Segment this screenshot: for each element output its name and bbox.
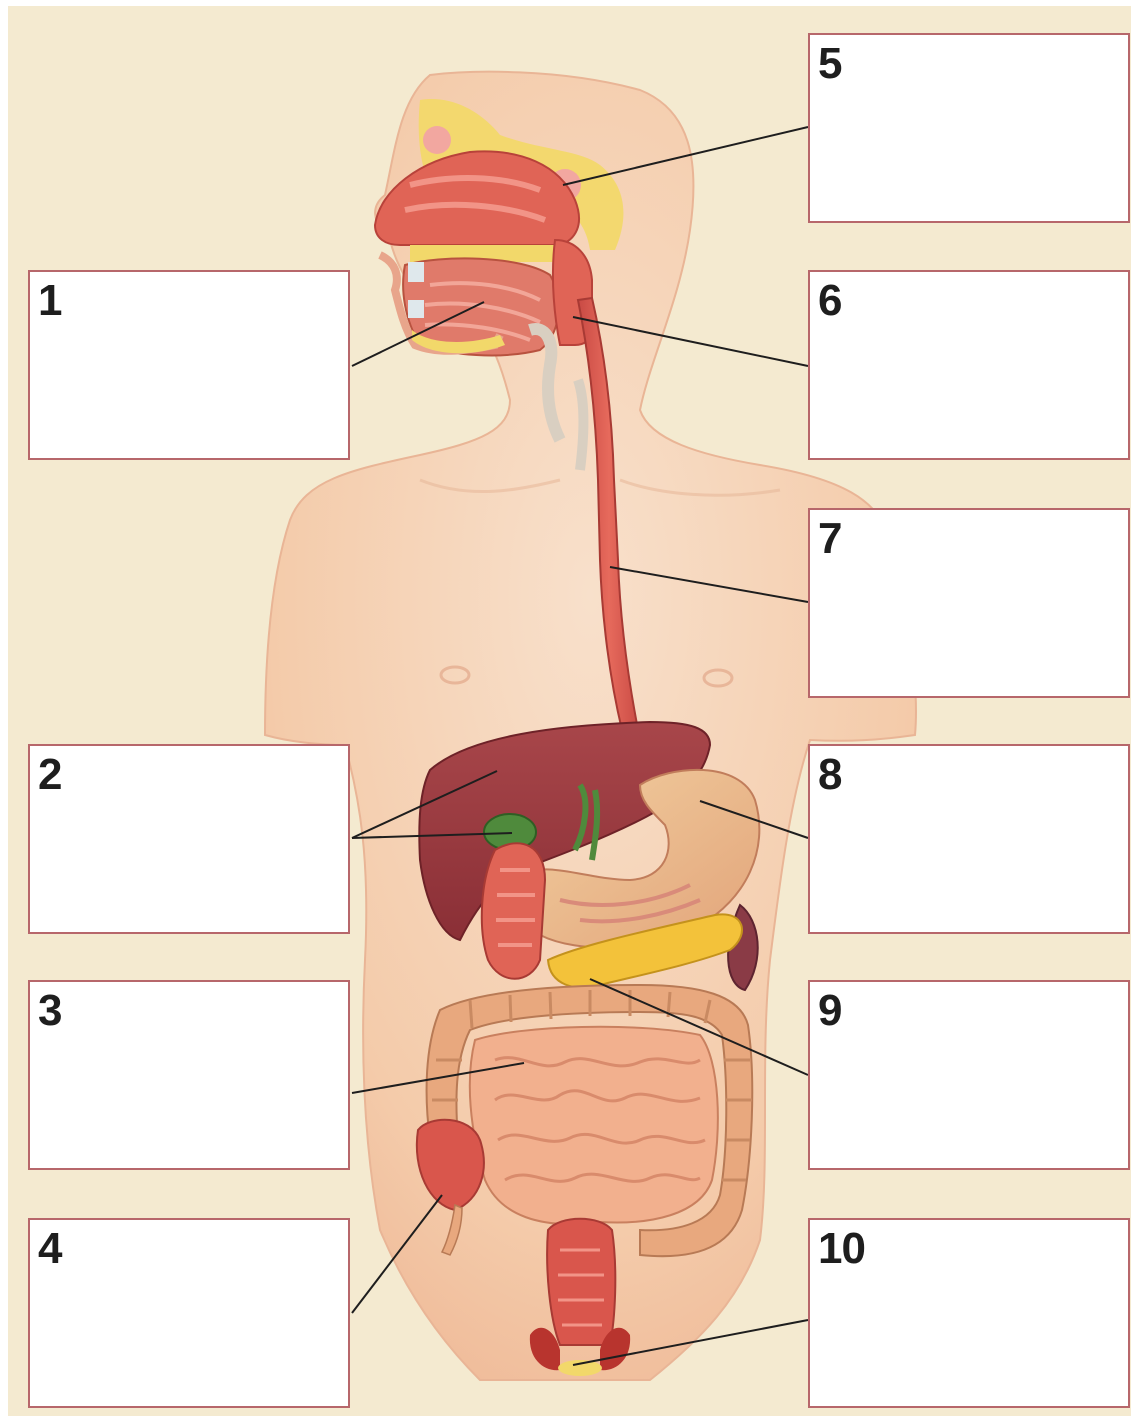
- answer-field-1[interactable]: [44, 332, 334, 444]
- label-number-1: 1: [38, 276, 61, 326]
- answer-field-8[interactable]: [824, 806, 1114, 918]
- answer-field-4[interactable]: [44, 1280, 334, 1392]
- label-box-2[interactable]: 2: [28, 744, 350, 934]
- label-box-7[interactable]: 7: [808, 508, 1130, 698]
- label-number-8: 8: [818, 750, 841, 800]
- answer-field-3[interactable]: [44, 1042, 334, 1154]
- label-number-2: 2: [38, 750, 61, 800]
- answer-field-2[interactable]: [44, 806, 334, 918]
- label-box-9[interactable]: 9: [808, 980, 1130, 1170]
- label-number-10: 10: [818, 1224, 865, 1274]
- label-number-7: 7: [818, 514, 841, 564]
- label-number-6: 6: [818, 276, 841, 326]
- answer-field-10[interactable]: [824, 1280, 1114, 1392]
- label-number-5: 5: [818, 39, 841, 89]
- label-box-4[interactable]: 4: [28, 1218, 350, 1408]
- label-box-1[interactable]: 1: [28, 270, 350, 460]
- answer-field-9[interactable]: [824, 1042, 1114, 1154]
- label-box-6[interactable]: 6: [808, 270, 1130, 460]
- label-number-9: 9: [818, 986, 841, 1036]
- label-box-8[interactable]: 8: [808, 744, 1130, 934]
- duodenum-shape: [482, 843, 545, 979]
- label-box-10[interactable]: 10: [808, 1218, 1130, 1408]
- label-number-3: 3: [38, 986, 61, 1036]
- label-box-5[interactable]: 5: [808, 33, 1130, 223]
- answer-field-5[interactable]: [824, 95, 1114, 207]
- answer-field-7[interactable]: [824, 570, 1114, 682]
- answer-field-6[interactable]: [824, 332, 1114, 444]
- label-box-3[interactable]: 3: [28, 980, 350, 1170]
- label-number-4: 4: [38, 1224, 61, 1274]
